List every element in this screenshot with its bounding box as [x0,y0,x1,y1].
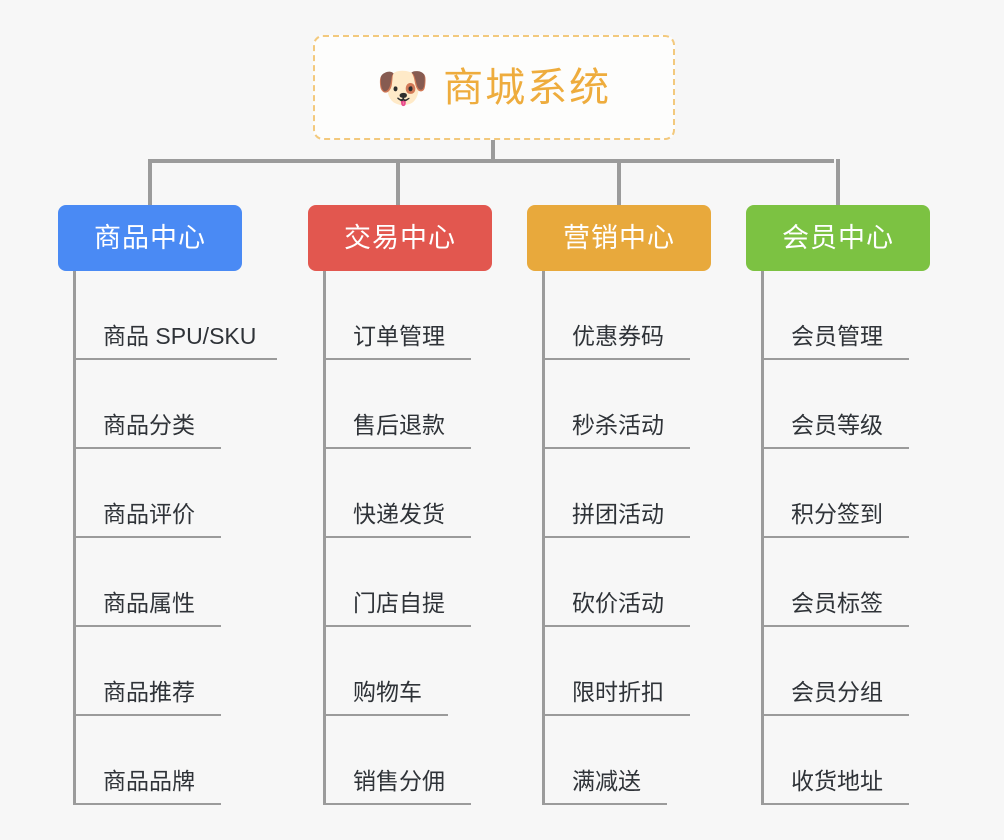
category-box-2[interactable]: 交易中心 [308,205,492,271]
leaf-item[interactable]: 会员分组 [761,627,919,716]
leaf-item-label: 会员管理 [791,323,883,349]
connector-drop-3 [617,159,621,207]
leaf-item-underline [323,358,471,360]
leaf-item-underline [73,803,221,805]
connector-root-stem [491,140,495,163]
leaf-item-underline [323,803,471,805]
category-label: 交易中心 [344,222,456,253]
leaf-item-underline [73,447,221,449]
leaf-item[interactable]: 会员管理 [761,271,919,360]
leaf-item[interactable]: 商品品牌 [73,716,231,805]
category-label: 会员中心 [782,222,894,253]
connector-horizontal-bus [148,159,834,163]
connector-drop-2 [396,159,400,207]
leaf-spine [761,271,764,805]
root-title: 商城系统 [443,65,612,110]
leaf-item[interactable]: 售后退款 [323,360,481,449]
category-box-1[interactable]: 商品中心 [58,205,242,271]
connector-drop-4 [836,159,840,207]
leaf-item-underline [761,625,909,627]
leaf-item-label: 商品分类 [103,412,195,438]
leaf-item-label: 优惠券码 [572,323,664,349]
leaf-spine [323,271,326,805]
leaf-item[interactable]: 积分签到 [761,449,919,538]
leaf-item[interactable]: 砍价活动 [542,538,700,627]
dog-face-icon: 🐶 [376,63,430,111]
leaf-item[interactable]: 秒杀活动 [542,360,700,449]
root-node[interactable]: 🐶 商城系统 [313,35,675,140]
leaf-item-label: 会员分组 [791,679,883,705]
leaf-item-underline [73,536,221,538]
leaf-item-label: 会员等级 [791,412,883,438]
leaf-item-label: 拼团活动 [572,501,664,527]
leaf-item-label: 订单管理 [353,323,445,349]
leaf-spine [542,271,545,805]
leaf-spine [73,271,76,805]
leaf-item-underline [323,536,471,538]
leaf-item[interactable]: 商品 SPU/SKU [73,271,287,360]
leaf-item-underline [542,714,690,716]
leaf-item[interactable]: 收货地址 [761,716,919,805]
leaf-item[interactable]: 订单管理 [323,271,481,360]
leaf-item[interactable]: 满减送 [542,716,677,805]
leaf-item-label: 会员标签 [791,590,883,616]
category-box-3[interactable]: 营销中心 [527,205,711,271]
leaf-item[interactable]: 会员等级 [761,360,919,449]
leaf-item-underline [542,358,690,360]
leaf-item-underline [542,803,667,805]
leaf-item-underline [761,714,909,716]
leaf-item-underline [542,447,690,449]
connector-drop-1 [148,159,152,207]
leaf-item-label: 门店自提 [353,590,445,616]
leaf-item-label: 商品品牌 [103,768,195,794]
leaf-item[interactable]: 门店自提 [323,538,481,627]
leaf-item-underline [542,536,690,538]
leaf-item[interactable]: 销售分佣 [323,716,481,805]
leaf-item[interactable]: 商品属性 [73,538,231,627]
leaf-item-underline [761,803,909,805]
leaf-item-label: 快递发货 [353,501,445,527]
leaf-item[interactable]: 拼团活动 [542,449,700,538]
leaf-item-label: 售后退款 [353,412,445,438]
leaf-item-label: 砍价活动 [572,590,664,616]
leaf-item-label: 商品 SPU/SKU [103,323,257,349]
category-label: 商品中心 [94,222,206,253]
leaf-item-underline [323,625,471,627]
leaf-item-label: 商品评价 [103,501,195,527]
category-box-4[interactable]: 会员中心 [746,205,930,271]
leaf-item-underline [323,714,448,716]
leaf-item-underline [323,447,471,449]
leaf-item-underline [761,447,909,449]
category-label: 营销中心 [563,222,675,253]
leaf-item-label: 商品属性 [103,590,195,616]
leaf-item-underline [761,536,909,538]
leaf-item[interactable]: 购物车 [323,627,458,716]
leaf-item-label: 限时折扣 [572,679,664,705]
leaf-item-label: 商品推荐 [103,679,195,705]
leaf-item-label: 满减送 [572,768,641,794]
leaf-item[interactable]: 会员标签 [761,538,919,627]
leaf-item[interactable]: 优惠券码 [542,271,700,360]
leaf-item-label: 购物车 [353,679,422,705]
leaf-item[interactable]: 商品推荐 [73,627,231,716]
leaf-item[interactable]: 商品评价 [73,449,231,538]
leaf-item-label: 销售分佣 [353,768,445,794]
leaf-item-underline [73,625,221,627]
leaf-item-underline [73,714,221,716]
leaf-item-underline [761,358,909,360]
leaf-item-label: 收货地址 [791,768,883,794]
leaf-item-label: 积分签到 [791,501,883,527]
leaf-item[interactable]: 快递发货 [323,449,481,538]
leaf-item-underline [73,358,277,360]
leaf-item-underline [542,625,690,627]
leaf-item[interactable]: 限时折扣 [542,627,700,716]
leaf-item-label: 秒杀活动 [572,412,664,438]
leaf-item[interactable]: 商品分类 [73,360,231,449]
